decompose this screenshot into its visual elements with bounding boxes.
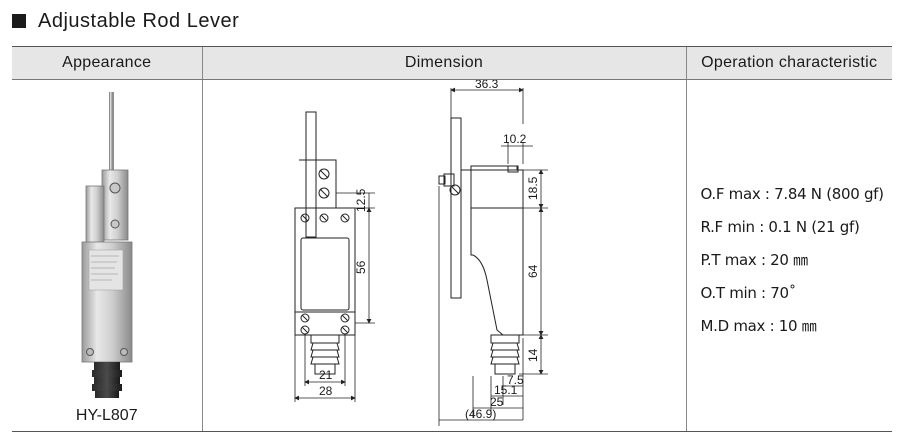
spec-table: Appearance Dimension Operation character… <box>12 46 892 432</box>
dim-label-7-5: 7.5 <box>507 373 524 387</box>
section-title-text: Adjustable Rod Lever <box>38 9 240 32</box>
char-rf-min: R.F min : 0.1 N (21 gf) <box>700 218 860 236</box>
dim-label-21: 21 <box>319 368 333 382</box>
dim-label-10-2: 10.2 <box>503 132 527 146</box>
section-title: Adjustable Rod Lever <box>12 8 239 34</box>
dimension-drawing: 36.3 10.2 18.5 64 14 7.5 15.1 25 (46.9) … <box>293 80 548 426</box>
dim-label-28: 28 <box>319 384 333 398</box>
char-md-max: M.D max : 10 ㎜ <box>700 317 817 335</box>
table-body-row: HY-L807 <box>12 79 892 432</box>
dim-label-12-5: 12.5 <box>354 188 368 212</box>
dim-label-64: 64 <box>526 264 540 278</box>
square-bullet-icon <box>12 14 26 28</box>
dim-label-56: 56 <box>354 260 368 274</box>
dim-label-18-5: 18.5 <box>526 176 540 200</box>
header-operation-characteristic: Operation characteristic <box>685 46 892 80</box>
appearance-cell: HY-L807 <box>12 79 202 432</box>
header-appearance: Appearance <box>12 46 202 80</box>
table-header-row: Appearance Dimension Operation character… <box>12 46 892 80</box>
limit-switch-photo <box>81 92 133 398</box>
dim-label-14: 14 <box>526 348 540 362</box>
model-number: HY-L807 <box>75 407 138 424</box>
dim-label-15-1: 15.1 <box>494 383 518 397</box>
characteristics-list: O.F max : 7.84 N (800 gf) R.F min : 0.1 … <box>700 178 885 343</box>
char-pt-max: P.T max : 20 ㎜ <box>700 251 809 269</box>
char-of-max: O.F max : 7.84 N (800 gf) <box>700 185 885 203</box>
dim-label-36-3: 36.3 <box>475 80 499 91</box>
header-dimension: Dimension <box>201 46 686 80</box>
dimension-cell: 36.3 10.2 18.5 64 14 7.5 15.1 25 (46.9) … <box>201 79 686 432</box>
dim-label-25: 25 <box>490 395 504 409</box>
char-ot-min: O.T min : 70˚ <box>700 284 797 302</box>
operation-characteristic-cell: O.F max : 7.84 N (800 gf) R.F min : 0.1 … <box>685 79 892 432</box>
dim-label-46-9: (46.9) <box>465 407 496 421</box>
